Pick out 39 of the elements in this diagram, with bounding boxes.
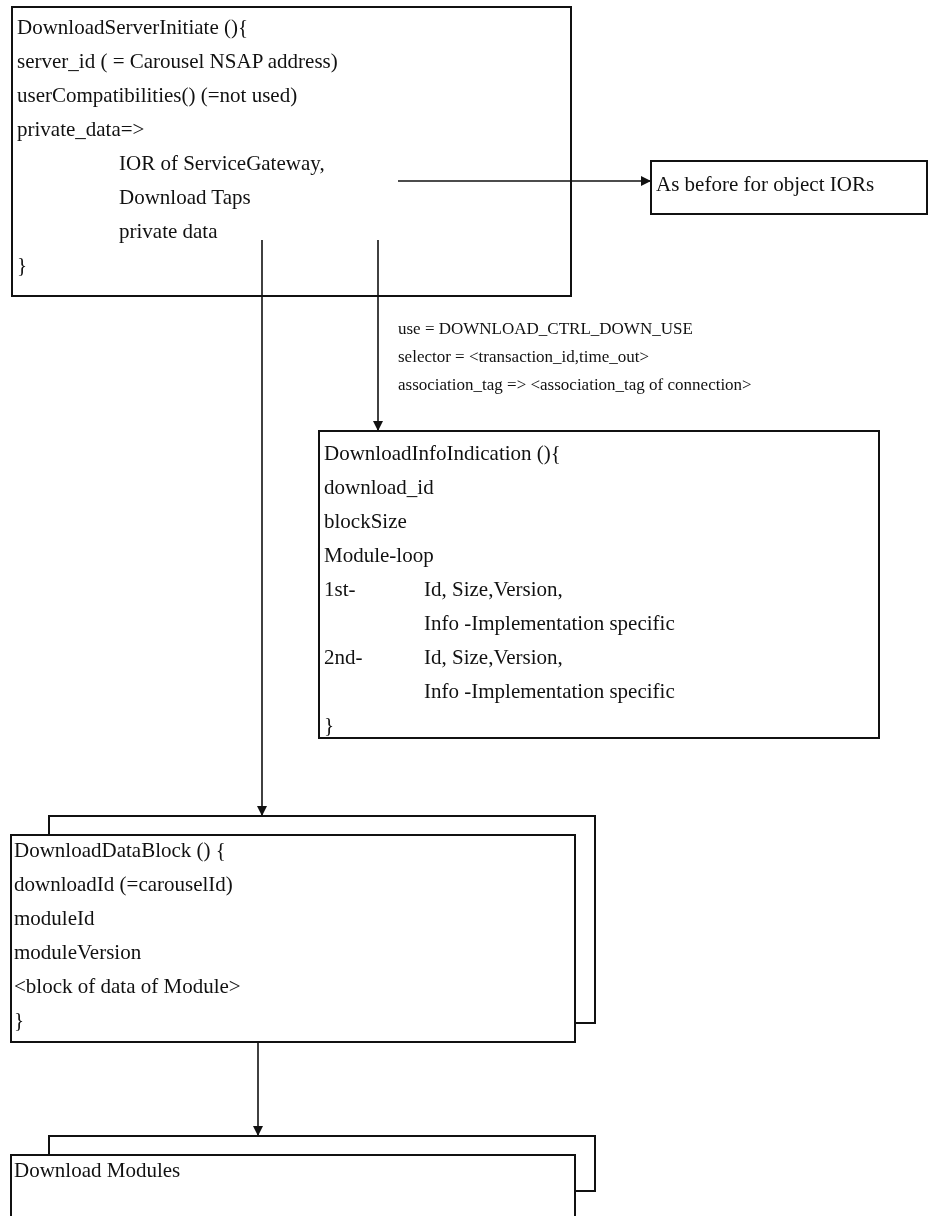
stacked-module-box [10,1135,596,1216]
code-line: <block of data of Module> [14,973,241,999]
code-line: As before for object IORs [656,171,875,197]
code-line: Id, Size,Version, [424,576,563,602]
code-line: Info -Implementation specific [424,678,675,704]
note-box [650,160,928,215]
code-line: 2nd- [324,644,363,670]
code-line: DownloadServerInitiate (){ [17,14,249,40]
annotation-text: association_tag => <association_tag of connection> [398,374,752,396]
code-line: } [17,252,28,278]
code-line: moduleVersion [14,939,142,965]
annotation-text: use = DOWNLOAD_CTRL_DOWN_USE [398,318,693,340]
message-box [11,6,572,297]
code-line: Download Taps [119,184,251,210]
code-line: DownloadInfoIndication (){ [324,440,561,466]
message-box [318,430,880,739]
code-line: blockSize [324,508,407,534]
arrow [397,176,651,186]
code-line: 1st- [324,576,356,602]
code-line: } [324,712,335,738]
arrow [373,239,383,431]
code-line: download_id [324,474,434,500]
code-line: IOR of ServiceGateway, [119,150,325,176]
code-line: Module-loop [324,542,434,568]
code-line: private data [119,218,218,244]
code-line: userCompatibilities() (=not used) [17,82,298,108]
code-line: Download Modules [14,1157,181,1183]
annotation-text: selector = <transaction_id,time_out> [398,346,650,368]
code-line: } [14,1007,25,1033]
stacked-message-box [10,815,596,1043]
code-line: Id, Size,Version, [424,644,563,670]
code-line: private_data=> [17,116,145,142]
code-line: DownloadDataBlock () { [14,837,226,863]
code-line: downloadId (=carouselId) [14,871,233,897]
arrow [253,1042,263,1136]
code-line: Info -Implementation specific [424,610,675,636]
arrow [257,239,267,816]
code-line: moduleId [14,905,95,931]
code-line: server_id ( = Carousel NSAP address) [17,48,338,74]
